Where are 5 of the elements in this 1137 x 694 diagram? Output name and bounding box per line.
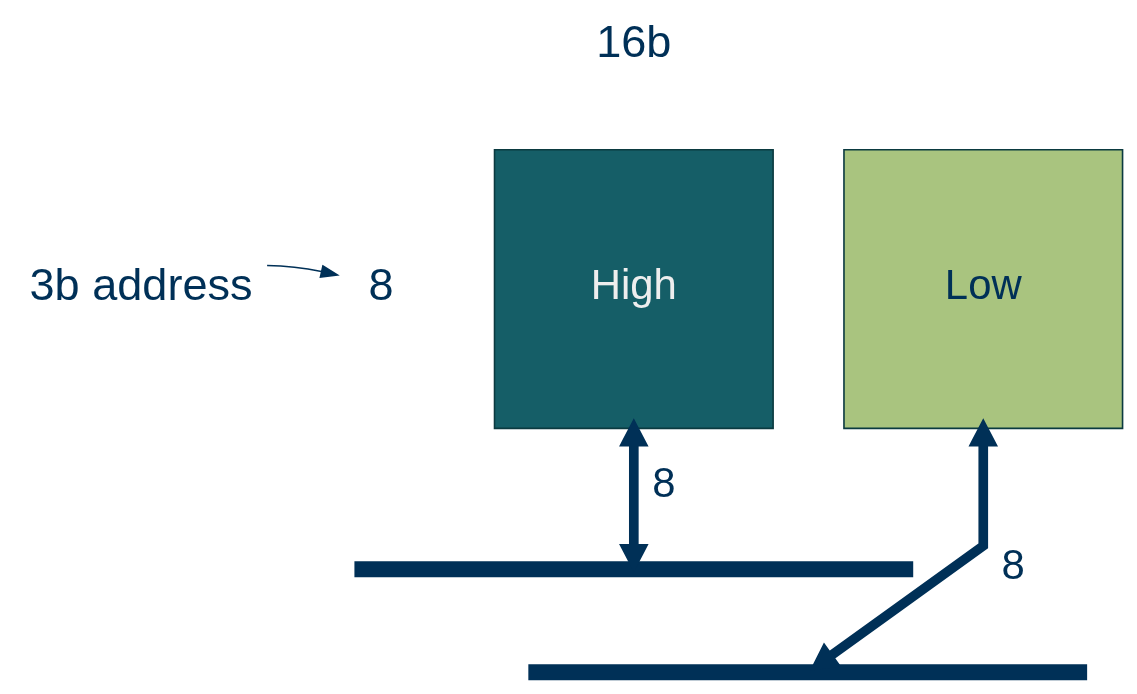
edge-label: 8 [651, 459, 675, 507]
node-text: 3b address [29, 259, 253, 311]
edge-label: 8 [1001, 541, 1025, 589]
label: 16b [595, 15, 671, 67]
node-text: 8 [367, 259, 394, 311]
